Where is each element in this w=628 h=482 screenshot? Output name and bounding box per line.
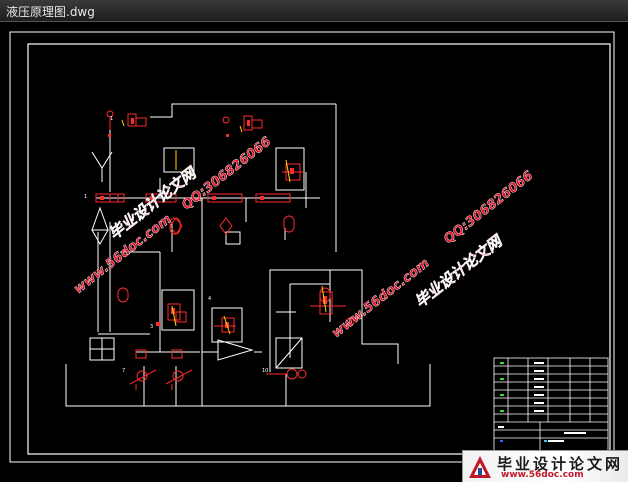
svg-text:4: 4 <box>208 296 211 302</box>
watermark-left: QQ:306826066 毕业设计论文网 www.56doc.com <box>71 134 274 297</box>
window-title: 液压原理图.dwg <box>6 5 95 19</box>
pump-triangle-symbols <box>91 206 109 246</box>
window-titlebar[interactable]: 液压原理图.dwg <box>0 0 628 22</box>
site-badge-name: 毕业设计论文网 <box>497 455 624 473</box>
svg-text:3: 3 <box>150 324 153 330</box>
svg-text:10: 10 <box>262 368 268 374</box>
site-badge[interactable]: 毕业设计论文网 www.56doc.com <box>462 450 628 482</box>
title-block <box>493 357 609 455</box>
cad-drawing: 1 4 3 7 10 1 QQ:306826066 毕业设计论文网 www.56… <box>9 31 615 463</box>
title-block-text-marks <box>498 362 586 442</box>
svg-text:1: 1 <box>84 194 87 200</box>
component-yellow-accents <box>121 119 327 335</box>
site-logo-icon <box>469 456 491 478</box>
watermark-right: QQ:306826066 毕业设计论文网 www.56doc.com <box>329 168 536 341</box>
component-numbers: 1 4 3 7 10 1 <box>84 116 268 374</box>
drawing-border-inner <box>27 43 611 455</box>
svg-text:7: 7 <box>122 368 125 374</box>
site-badge-url: www.56doc.com <box>501 470 584 480</box>
svg-text:1: 1 <box>110 116 113 122</box>
title-block-colored-marks <box>500 362 547 442</box>
drawing-canvas[interactable]: 1 4 3 7 10 1 QQ:306826066 毕业设计论文网 www.56… <box>0 22 628 482</box>
drawing-border-outer <box>9 31 615 463</box>
